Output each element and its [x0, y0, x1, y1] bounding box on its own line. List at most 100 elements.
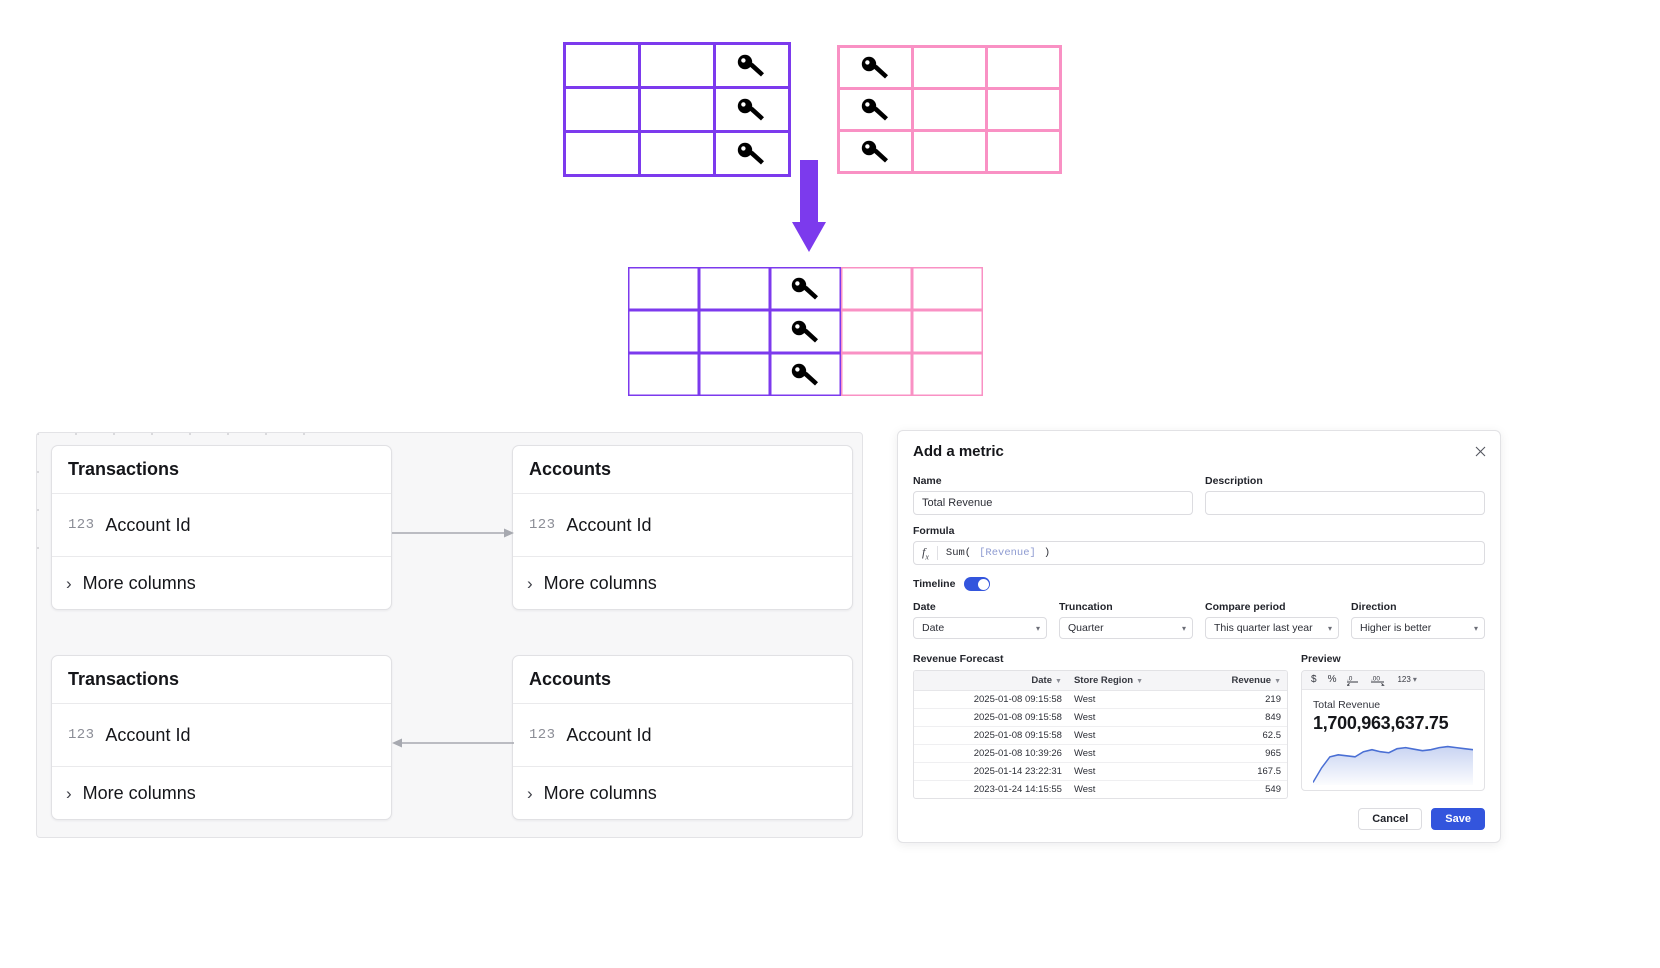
- chevron-down-icon: ▾: [1181, 623, 1186, 633]
- truncation-select[interactable]: Quarter ▾: [1059, 617, 1193, 639]
- column-row[interactable]: 123 Account Id: [52, 494, 391, 557]
- decimal-decrease-icon[interactable]: .0: [1347, 675, 1360, 686]
- truncation-label: Truncation: [1059, 601, 1113, 613]
- table-cell-key: [716, 133, 788, 174]
- column-header-label: Revenue: [1231, 675, 1272, 686]
- more-columns-toggle[interactable]: › More columns: [513, 557, 852, 609]
- decimal-decrease-glyph: .0: [1347, 675, 1359, 686]
- compare-period-select[interactable]: This quarter last year ▾: [1205, 617, 1339, 639]
- timeline-toggle[interactable]: [964, 577, 991, 591]
- table-cell-key: [716, 45, 788, 86]
- formula-suffix: ): [1043, 547, 1051, 559]
- cell-date: 2025-01-08 09:15:58: [914, 708, 1068, 727]
- key-icon: [791, 363, 818, 385]
- table-row[interactable]: 2025-01-14 23:22:31 West 167.5: [914, 762, 1287, 781]
- key-icon: [737, 54, 764, 76]
- key-icon: [737, 142, 764, 164]
- description-input[interactable]: [1205, 491, 1485, 515]
- date-select[interactable]: Date ▾: [913, 617, 1047, 639]
- more-columns-toggle[interactable]: › More columns: [52, 767, 391, 819]
- decimal-increase-icon[interactable]: .00: [1371, 675, 1386, 686]
- date-label: Date: [913, 601, 936, 613]
- table-row[interactable]: 2025-01-08 10:39:26 West 965: [914, 744, 1287, 763]
- cell-revenue: 219: [1192, 690, 1287, 709]
- table-row[interactable]: 2025-01-08 09:15:58 West 62.5: [914, 726, 1287, 745]
- percent-icon[interactable]: %: [1327, 674, 1337, 685]
- direction-select[interactable]: Higher is better ▾: [1351, 617, 1485, 639]
- revenue-forecast-table[interactable]: Date▼ Store Region▼ Revenue▼: [913, 670, 1288, 799]
- column-header-date[interactable]: Date▼: [914, 671, 1068, 691]
- table-cell: [841, 267, 912, 310]
- key-icon: [737, 98, 764, 120]
- sort-icon: ▼: [1274, 678, 1281, 685]
- table-row[interactable]: 2023-01-24 14:15:55 West 549: [914, 781, 1287, 799]
- table-cell: [912, 310, 983, 353]
- table-cell-key: [840, 132, 911, 171]
- currency-icon[interactable]: $: [1311, 674, 1317, 685]
- column-name: Account Id: [105, 514, 191, 535]
- table-row[interactable]: 2025-01-08 09:15:58 West 219: [914, 690, 1287, 709]
- direction-label: Direction: [1351, 601, 1397, 613]
- timeline-label: Timeline: [913, 578, 956, 590]
- column-header-store-region[interactable]: Store Region▼: [1067, 671, 1193, 691]
- formula-input[interactable]: fx Sum([Revenue]): [913, 541, 1485, 565]
- table-cell: [988, 132, 1059, 171]
- table-cell: [699, 310, 770, 353]
- table-cell: [988, 48, 1059, 87]
- number-format-icon[interactable]: 123 ▾: [1397, 676, 1416, 684]
- cell-store-region: West: [1067, 744, 1193, 763]
- card-title: Accounts: [513, 656, 852, 704]
- table-cell-key: [770, 353, 841, 396]
- table-cell: [914, 48, 985, 87]
- key-icon: [861, 98, 888, 120]
- preview-sparkline-chart: [1312, 745, 1474, 785]
- number-type-icon: 123: [529, 727, 556, 743]
- entity-card-accounts-1[interactable]: Accounts 123 Account Id › More columns: [512, 445, 853, 610]
- chevron-down-icon: ▾: [1412, 675, 1417, 684]
- entity-card-transactions-2[interactable]: Transactions 123 Account Id › More colum…: [51, 655, 392, 820]
- svg-text:.0: .0: [1347, 675, 1353, 682]
- cell-date: 2023-01-24 14:15:55: [973, 784, 1062, 795]
- relationship-canvas: Transactions 123 Account Id › More colum…: [36, 432, 863, 838]
- table-cell: [912, 267, 983, 310]
- chevron-right-icon: ›: [66, 783, 72, 803]
- table-cell: [912, 353, 983, 396]
- sparkline-line: [1312, 745, 1474, 783]
- more-columns-label: More columns: [82, 782, 196, 803]
- merged-table: [628, 267, 983, 396]
- key-icon: [791, 320, 818, 342]
- table-cell: [914, 90, 985, 129]
- table-cell: [988, 90, 1059, 129]
- entity-card-accounts-2[interactable]: Accounts 123 Account Id › More columns: [512, 655, 853, 820]
- table-header-row: Date▼ Store Region▼ Revenue▼: [914, 671, 1287, 691]
- key-icon: [861, 56, 888, 78]
- close-icon[interactable]: [1470, 441, 1490, 461]
- column-name: Account Id: [566, 724, 652, 745]
- number-type-icon: 123: [529, 517, 556, 533]
- table-cell: [628, 353, 699, 396]
- more-columns-label: More columns: [543, 782, 657, 803]
- more-columns-toggle[interactable]: › More columns: [513, 767, 852, 819]
- column-name: Account Id: [566, 514, 652, 535]
- dialog-title: Add a metric: [913, 443, 1004, 460]
- name-input[interactable]: Total Revenue: [913, 491, 1193, 515]
- formula-prefix: Sum(: [945, 547, 972, 559]
- cancel-button[interactable]: Cancel: [1358, 808, 1423, 830]
- save-button[interactable]: Save: [1431, 808, 1485, 830]
- entity-card-transactions-1[interactable]: Transactions 123 Account Id › More colum…: [51, 445, 392, 610]
- table-cell: [641, 45, 713, 86]
- more-columns-toggle[interactable]: › More columns: [52, 557, 391, 609]
- cell-store-region: West: [1067, 708, 1193, 727]
- column-header-revenue[interactable]: Revenue▼: [1192, 671, 1287, 691]
- key-icon: [861, 140, 888, 162]
- compare-period-select-value: This quarter last year: [1214, 622, 1313, 634]
- fx-icon: fx: [922, 544, 929, 562]
- column-row[interactable]: 123 Account Id: [513, 704, 852, 767]
- column-header-label: Date: [1031, 675, 1052, 686]
- column-header-label: Store Region: [1073, 675, 1134, 686]
- chevron-down-icon: ▾: [1035, 623, 1040, 633]
- close-icon-glyph: [1475, 446, 1485, 456]
- column-row[interactable]: 123 Account Id: [52, 704, 391, 767]
- column-row[interactable]: 123 Account Id: [513, 494, 852, 557]
- table-row[interactable]: 2025-01-08 09:15:58 West 849: [914, 708, 1287, 727]
